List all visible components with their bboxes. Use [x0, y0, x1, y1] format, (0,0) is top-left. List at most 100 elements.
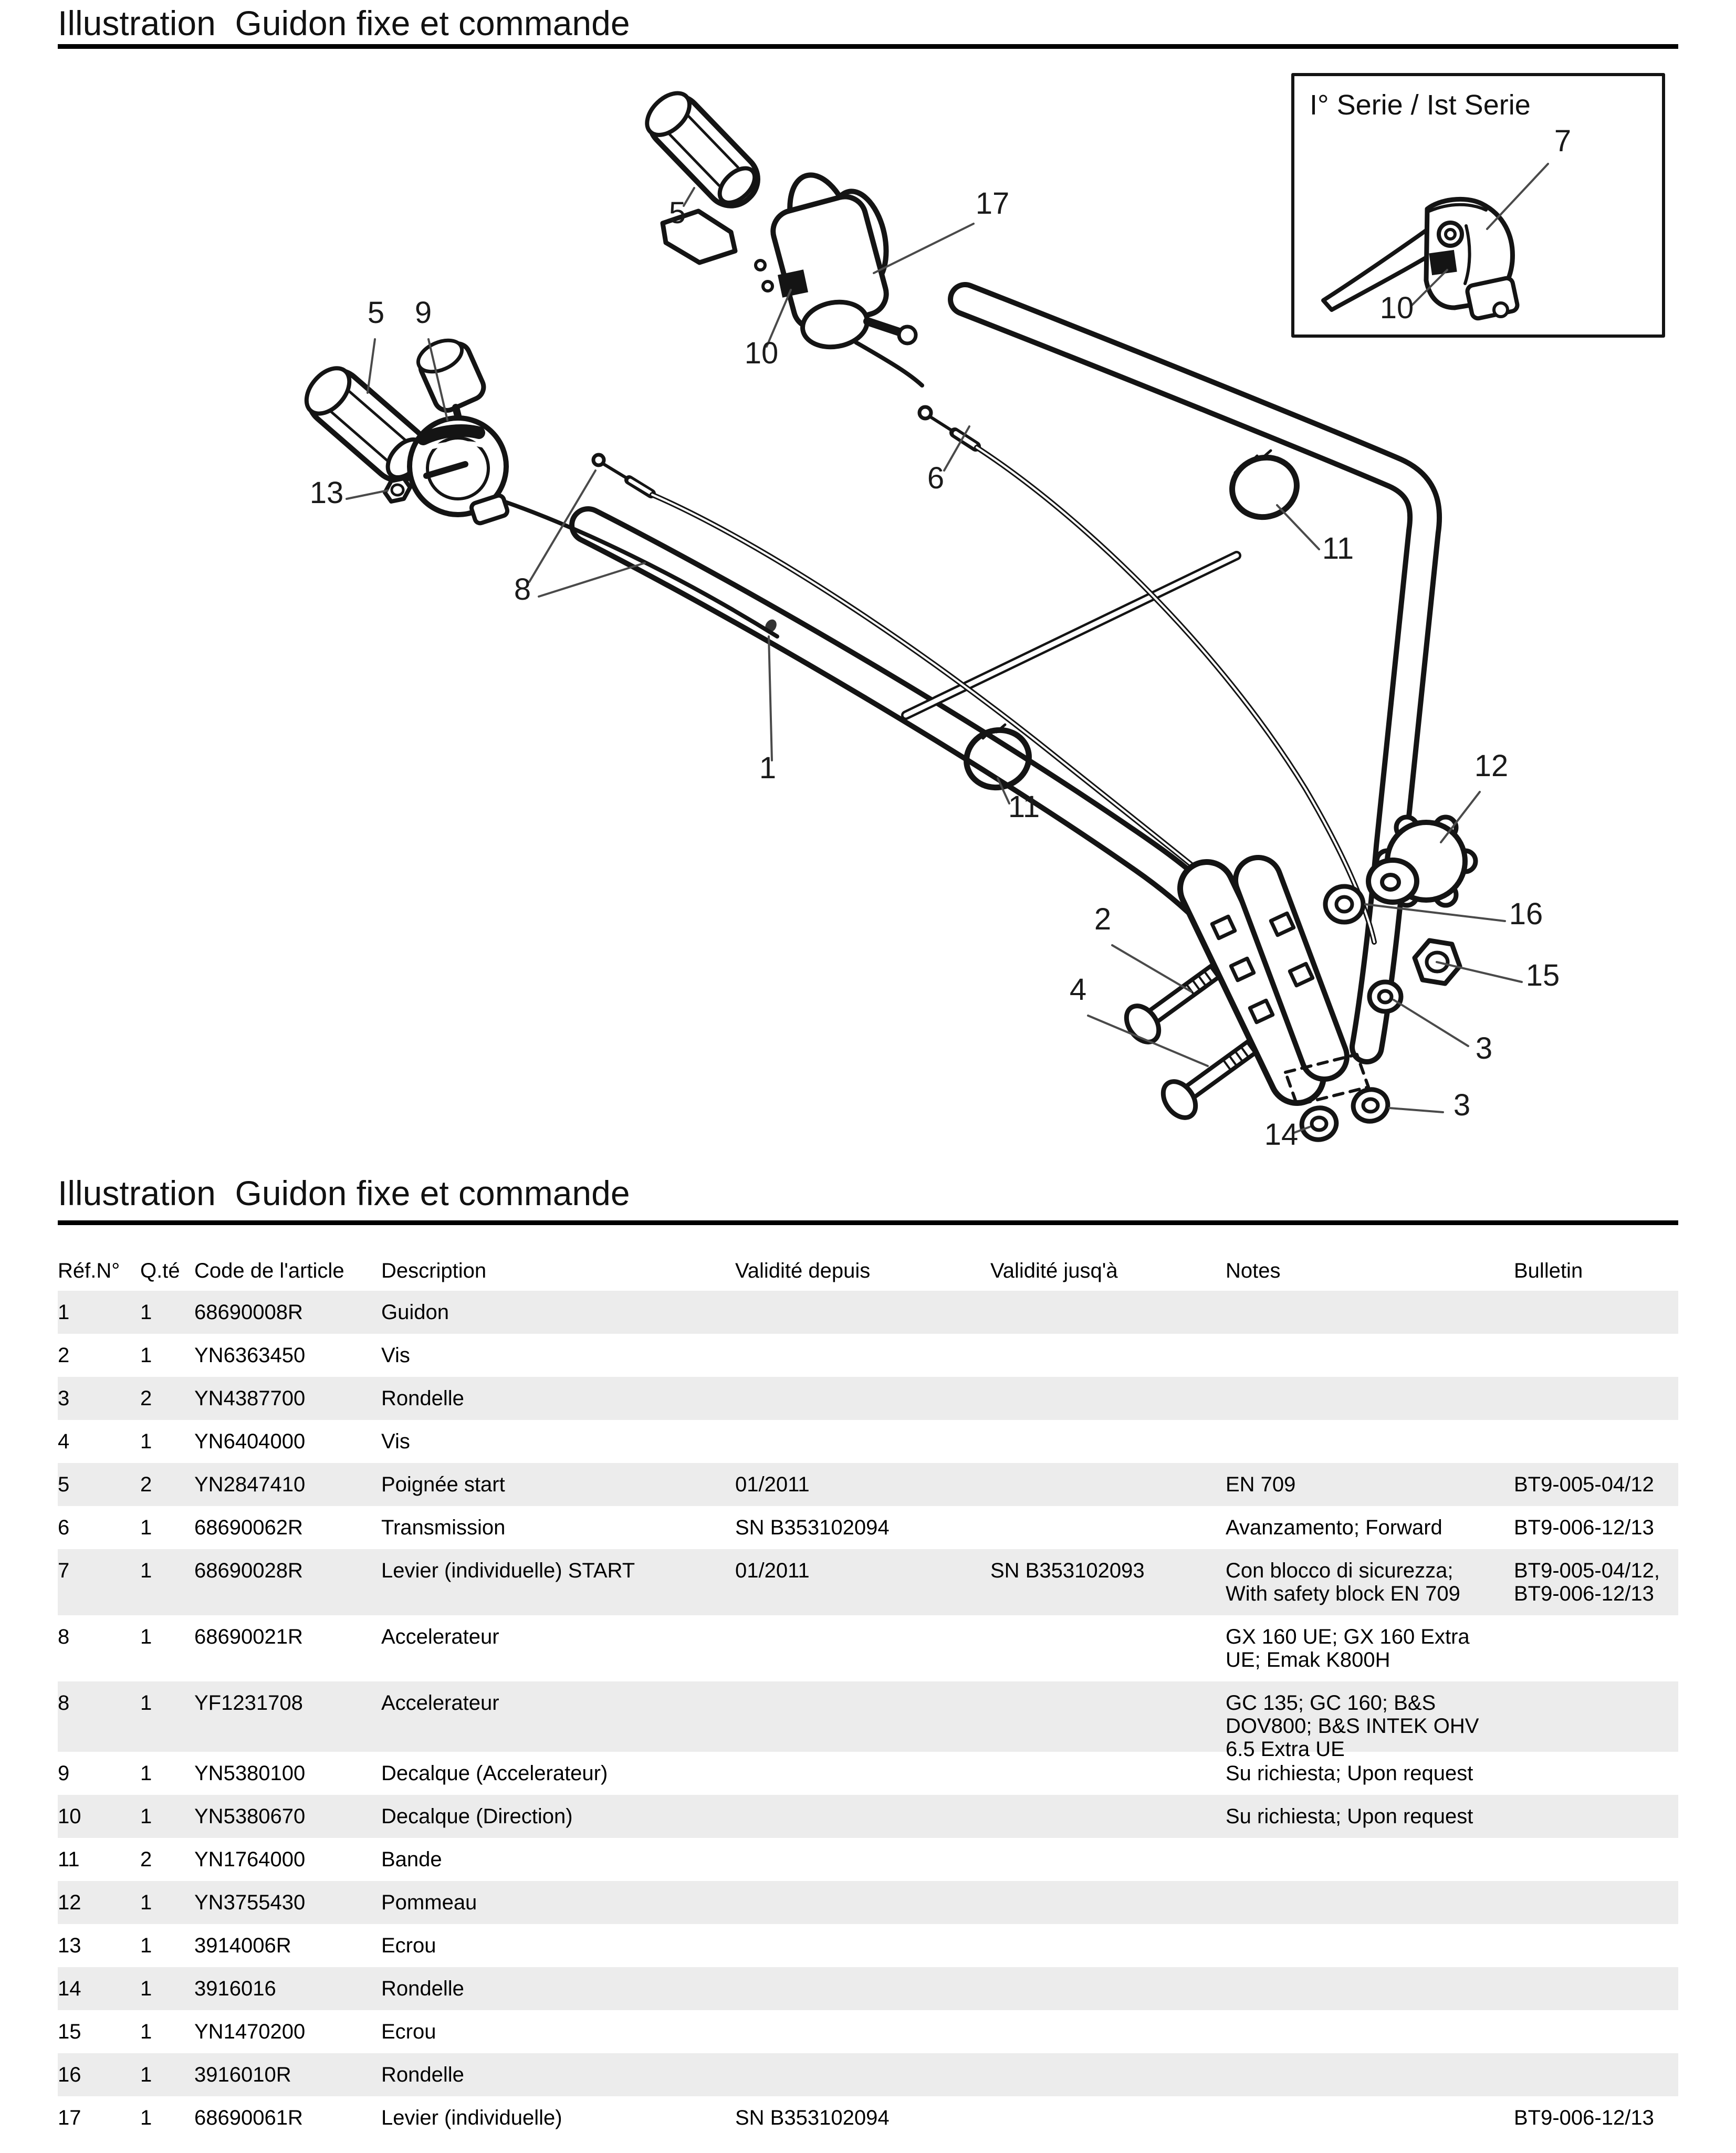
cell-to	[990, 1967, 1226, 2010]
cell-from	[735, 1924, 990, 1967]
nut-13	[383, 476, 412, 504]
cell-bulletin	[1514, 1795, 1678, 1838]
cell-bulletin: BT9-005-04/12,BT9-006-12/13	[1514, 1559, 1660, 1605]
cell-code: YN5380670	[194, 1805, 306, 1828]
cell-code: YN6363450	[194, 1344, 306, 1367]
cell-bulletin	[1514, 1967, 1678, 2010]
cell-qty: 1	[140, 1301, 152, 1324]
callout-number: 6	[927, 461, 944, 495]
cell-to	[990, 2053, 1226, 2096]
column-header: Validité depuis	[735, 1259, 871, 1282]
callout-10: 10	[745, 289, 792, 370]
column-header: Description	[381, 1259, 487, 1282]
cell-to	[990, 1838, 1226, 1881]
knob-12	[1366, 814, 1478, 908]
cell-ref: 2	[58, 1344, 70, 1367]
column-header: Code de l'article	[194, 1259, 344, 1282]
callout-16: 16	[1364, 897, 1543, 931]
cell-desc: Vis	[381, 1430, 410, 1453]
cell-bulletin	[1514, 1924, 1678, 1967]
cell-desc: Rondelle	[381, 1977, 464, 2000]
cell-to	[990, 1377, 1226, 1420]
cell-desc: Ecrou	[381, 2020, 436, 2043]
callout-12: 12	[1440, 749, 1508, 843]
cell-ref: 1	[58, 1301, 70, 1324]
callout-number: 16	[1509, 897, 1543, 931]
cell-notes	[1226, 2096, 1514, 2139]
callout-leader-line	[427, 338, 448, 421]
cell-code: 3916010R	[194, 2063, 291, 2086]
cell-to	[990, 1334, 1226, 1377]
column-header: Notes	[1226, 1259, 1281, 1282]
cell-from	[735, 1420, 990, 1463]
callout-leader-line	[997, 777, 1010, 804]
callout-leader-line	[1388, 1107, 1444, 1113]
callout-leader-line	[1111, 944, 1192, 992]
cell-from	[735, 1681, 990, 1752]
cell-qty: 1	[140, 2106, 152, 2129]
callout-17: 17	[873, 186, 1009, 274]
cell-ref: 8	[58, 1625, 70, 1648]
cell-to	[990, 1291, 1226, 1334]
callout-3: 3	[1388, 1088, 1470, 1122]
cell-to	[990, 1681, 1226, 1752]
cell-notes: Avanzamento; Forward	[1226, 1516, 1442, 1539]
cell-to	[990, 1506, 1226, 1549]
cell-bulletin	[1514, 1420, 1678, 1463]
callout-6: 6	[927, 425, 970, 495]
cell-ref: 17	[58, 2106, 81, 2129]
cell-from: SN B353102094	[735, 1516, 890, 1539]
cell-qty: 1	[140, 1762, 152, 1785]
callout-5: 5	[669, 187, 695, 230]
callout-2: 2	[1094, 902, 1192, 992]
column-header: Q.té	[140, 1259, 180, 1282]
inset-box: I° Serie / Ist Serie 710	[1291, 73, 1665, 338]
cell-to	[990, 1420, 1226, 1463]
cell-from	[735, 1967, 990, 2010]
cell-bulletin	[1514, 2010, 1678, 2053]
callout-leader-line	[1393, 999, 1469, 1047]
cell-desc: Decalque (Direction)	[381, 1805, 573, 1828]
callout-leader-line	[1440, 791, 1481, 843]
column-header: Bulletin	[1514, 1259, 1583, 1282]
cell-to	[990, 2096, 1226, 2139]
cell-qty: 1	[140, 1344, 152, 1367]
callout-11: 11	[997, 777, 1040, 824]
cell-bulletin	[1514, 1681, 1678, 1752]
callout-4: 4	[1070, 973, 1209, 1067]
cell-ref: 8	[58, 1691, 70, 1715]
callout-number: 3	[1453, 1088, 1470, 1122]
cell-to: SN B353102093	[990, 1559, 1145, 1582]
callout-number: 9	[415, 296, 432, 330]
band-clamp-left	[964, 723, 1032, 791]
cell-ref: 4	[58, 1430, 70, 1453]
cell-to	[990, 1463, 1226, 1506]
cell-ref: 11	[58, 1848, 80, 1871]
cell-desc: Accelerateur	[381, 1691, 499, 1715]
cell-to	[990, 1752, 1226, 1795]
cell-notes: Su richiesta; Upon request	[1226, 1805, 1473, 1828]
mounting-plates	[1177, 855, 1370, 1106]
cell-ref: 9	[58, 1762, 70, 1785]
callout-number: 11	[1322, 531, 1354, 566]
cell-bulletin: BT9-006-12/13	[1514, 2106, 1654, 2129]
cell-notes	[1226, 1838, 1514, 1881]
cell-desc: Ecrou	[381, 1934, 436, 1957]
cell-code: YN4387700	[194, 1387, 306, 1410]
cell-notes	[1226, 1881, 1514, 1924]
callout-leader-line	[1436, 961, 1523, 983]
cell-bulletin	[1514, 1291, 1678, 1334]
table-title: Illustration Guidon fixe et commande	[58, 1174, 630, 1213]
cell-bulletin: BT9-006-12/13	[1514, 1516, 1654, 1539]
